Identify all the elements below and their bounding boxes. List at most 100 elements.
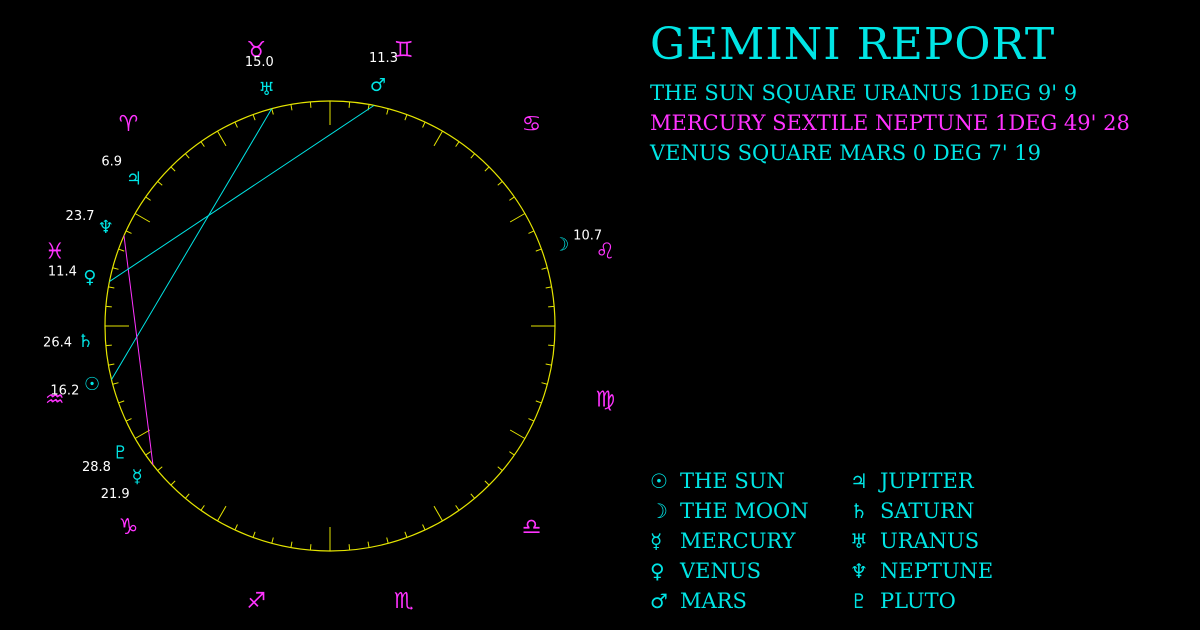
saturn-icon: ♄ <box>850 499 868 523</box>
mars-icon: ♂ <box>370 75 386 96</box>
legend-label: PLUTO <box>880 589 956 613</box>
sun-icon: ☉ <box>650 469 668 493</box>
sign-gemini-icon: ♊ <box>394 38 414 63</box>
tick-mark <box>470 153 476 159</box>
legend-item-jupiter: ♃ JUPITER <box>850 466 993 496</box>
tick-mark <box>367 541 370 548</box>
legend-label: MARS <box>680 589 747 613</box>
tick-mark <box>145 451 151 456</box>
legend-label: URANUS <box>880 529 980 553</box>
tick-mark <box>271 108 274 115</box>
jupiter-icon: ♃ <box>126 168 142 189</box>
aspect-line-venus-mars: VENUS SQUARE MARS 0 DEG 7' 19 <box>650 141 1041 165</box>
uranus-icon: ♅ <box>850 529 868 553</box>
tick-mark <box>252 531 256 538</box>
aspect-line-mercury-neptune: MERCURY SEXTILE NEPTUNE 1DEG 49' 28 <box>650 111 1130 135</box>
tick-mark <box>217 505 227 522</box>
tick-mark <box>528 230 535 234</box>
tick-mark <box>234 121 238 128</box>
moon-degree-label: 10.7 <box>573 228 602 243</box>
uranus-degree-label: 15.0 <box>245 55 274 70</box>
planet-glyphs: ☽10.7♃6.9♆23.7♀11.4♄26.4☉16.2♇28.8☿21.9♅… <box>43 51 602 502</box>
tick-mark <box>290 541 293 548</box>
tick-mark <box>108 363 115 366</box>
sun-degree-label: 16.2 <box>50 384 79 399</box>
jupiter-icon: ♃ <box>850 469 868 493</box>
report-title: GEMINI REPORT <box>650 19 1056 70</box>
tick-mark <box>157 466 163 472</box>
mars-icon: ♂ <box>650 589 668 613</box>
tick-mark <box>105 305 112 308</box>
tick-mark <box>348 544 351 551</box>
moon-icon: ☽ <box>553 235 569 256</box>
tick-mark <box>184 153 190 159</box>
tick-mark <box>252 114 256 121</box>
legend-column-right: ♃ JUPITER ♄ SATURN ♅ URANUS ♆NEPTUNE ♇ PLUTO <box>850 466 993 616</box>
saturn-degree-label: 26.4 <box>43 336 72 351</box>
legend-item-saturn: ♄ SATURN <box>850 496 993 526</box>
tick-mark <box>433 505 443 522</box>
wheel-circle <box>104 100 556 552</box>
legend-item-neptune: ♆NEPTUNE <box>850 556 993 586</box>
tick-mark <box>484 166 490 172</box>
tick-mark <box>433 130 443 147</box>
tick-mark <box>509 213 526 223</box>
sign-virgo-icon: ♍ <box>595 387 615 412</box>
neptune-degree-label: 23.7 <box>66 209 95 224</box>
venus-icon: ♀ <box>83 267 96 288</box>
tick-mark <box>528 418 535 422</box>
aspect-line-sun-uranus <box>111 108 273 380</box>
tick-mark <box>548 305 555 308</box>
legend-item-mars: ♂ MARS <box>650 586 809 616</box>
tick-mark <box>309 544 312 551</box>
sign-aquarius-icon: ♒ <box>45 387 65 412</box>
natal-chart-wheel: ♌♍♎♏♐♑♒♓♈♉♊♋ ☽10.7♃6.9♆23.7♀11.4♄26.4☉16… <box>43 38 615 614</box>
tick-mark <box>545 363 552 366</box>
aspect-line-sun-uranus: THE SUN SQUARE URANUS 1DEG 9' 9 <box>650 81 1078 105</box>
aspect-lines <box>109 104 375 465</box>
sign-capricorn-icon: ♑ <box>119 515 139 540</box>
tick-mark <box>309 101 312 108</box>
tick-mark <box>541 382 548 385</box>
tick-mark <box>108 286 115 289</box>
sign-aries-icon: ♈ <box>119 112 139 137</box>
tick-mark <box>157 180 163 186</box>
tick-mark <box>134 429 151 439</box>
planet-legend: ☉THE SUN ☽THE MOON ☿MERCURY ♀VENUS ♂MARS… <box>650 466 1190 618</box>
mars-degree-label: 11.3 <box>369 51 398 66</box>
tick-mark <box>541 267 548 270</box>
saturn-icon: ♄ <box>77 331 93 352</box>
tick-mark <box>125 418 132 422</box>
aspect-line-venus-mars <box>109 104 375 282</box>
tick-mark <box>200 505 205 511</box>
tick-mark <box>184 493 190 499</box>
tick-mark <box>509 451 515 456</box>
sign-libra-icon: ♎ <box>522 515 542 540</box>
tick-mark <box>145 196 151 201</box>
tick-mark <box>535 400 542 404</box>
tick-mark <box>217 130 227 147</box>
tick-mark <box>422 121 426 128</box>
legend-label: VENUS <box>680 559 761 583</box>
legend-label: SATURN <box>880 499 975 523</box>
pluto-icon: ♇ <box>850 589 868 613</box>
tick-mark <box>118 248 125 252</box>
sun-icon: ☉ <box>84 374 100 395</box>
sign-leo-icon: ♌ <box>595 240 615 265</box>
tick-mark <box>404 114 408 121</box>
tick-mark <box>497 180 503 186</box>
tick-mark <box>422 524 426 531</box>
tick-mark <box>386 108 389 115</box>
sign-scorpio-icon: ♏ <box>394 589 414 614</box>
tick-mark <box>497 466 503 472</box>
tick-mark <box>170 166 176 172</box>
tick-mark <box>348 101 351 108</box>
tick-mark <box>484 480 490 486</box>
tick-mark <box>271 537 274 544</box>
aspect-list: THE SUN SQUARE URANUS 1DEG 9' 9 MERCURY … <box>650 78 1190 168</box>
sign-cancer-icon: ♋ <box>522 112 542 137</box>
aspect-line-mercury-neptune <box>123 235 154 465</box>
legend-label: NEPTUNE <box>880 559 994 583</box>
legend-label: JUPITER <box>880 469 974 493</box>
mercury-icon: ☿ <box>132 467 143 488</box>
